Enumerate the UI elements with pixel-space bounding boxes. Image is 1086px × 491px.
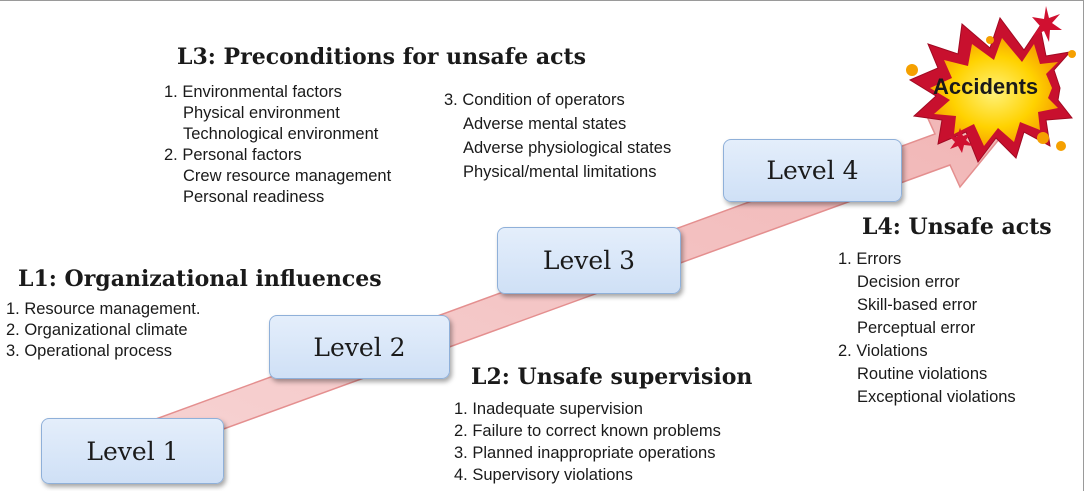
list-item: 4. Supervisory violations — [454, 466, 633, 484]
list-item: Crew resource management — [183, 167, 392, 185]
list-item: 1. Environmental factors — [164, 83, 342, 101]
list-item: 2. Failure to correct known problems — [454, 422, 721, 440]
accident-burst — [906, 6, 1076, 164]
list-item: Technological environment — [183, 125, 379, 143]
list-item: Routine violations — [857, 365, 988, 383]
list-item: Decision error — [857, 273, 960, 291]
l1-heading: L1: Organizational influences — [18, 266, 382, 292]
list-item: 3. Operational process — [6, 342, 173, 360]
l1-list: 1. Resource management. 2. Organizationa… — [6, 299, 200, 362]
list-item: Personal readiness — [183, 188, 325, 206]
star-icon — [949, 128, 973, 153]
list-item: Physical environment — [183, 104, 340, 122]
list-item: 1. Inadequate supervision — [454, 400, 643, 418]
l2-list: 1. Inadequate supervision 2. Failure to … — [454, 398, 721, 486]
l3-heading: L3: Preconditions for unsafe acts — [177, 44, 587, 70]
list-item: 2. Organizational climate — [6, 321, 188, 339]
accidents-label: Accidents — [933, 74, 1039, 99]
list-item: Exceptional violations — [857, 388, 1016, 406]
spark-dot — [906, 64, 918, 76]
star-icon — [1032, 6, 1062, 42]
level-2-box: Level 2 — [269, 315, 450, 379]
burst-inner-shape — [930, 38, 1058, 146]
list-item: 3. Condition of operators — [444, 91, 625, 109]
list-item: 2. Violations — [838, 342, 928, 360]
right-border-line — [1083, 0, 1084, 491]
l4-list: 1. Errors Decision error Skill-based err… — [838, 248, 1016, 409]
level-3-box: Level 3 — [497, 227, 681, 294]
l3-list-left: 1. Environmental factors Physical enviro… — [164, 82, 391, 208]
spark-dot — [1037, 132, 1049, 144]
spark-dot — [1056, 141, 1066, 151]
list-item: 1. Errors — [838, 250, 902, 268]
list-item: Adverse mental states — [463, 115, 627, 133]
l4-heading: L4: Unsafe acts — [862, 214, 1052, 240]
list-item: Skill-based error — [857, 296, 978, 314]
level-1-box: Level 1 — [41, 418, 224, 484]
l3-list-right: 3. Condition of operators Adverse mental… — [444, 88, 671, 184]
spark-dot — [1068, 50, 1076, 58]
list-item: Perceptual error — [857, 319, 976, 337]
level-4-box: Level 4 — [723, 139, 902, 202]
l2-heading: L2: Unsafe supervision — [471, 364, 753, 390]
list-item: 3. Planned inappropriate operations — [454, 444, 716, 462]
list-item: 1. Resource management. — [6, 300, 201, 318]
top-border-line — [0, 0, 1083, 1]
spark-dot — [986, 36, 994, 44]
list-item: Adverse physiological states — [463, 139, 672, 157]
list-item: Physical/mental limitations — [463, 163, 657, 181]
list-item: 2. Personal factors — [164, 146, 302, 164]
